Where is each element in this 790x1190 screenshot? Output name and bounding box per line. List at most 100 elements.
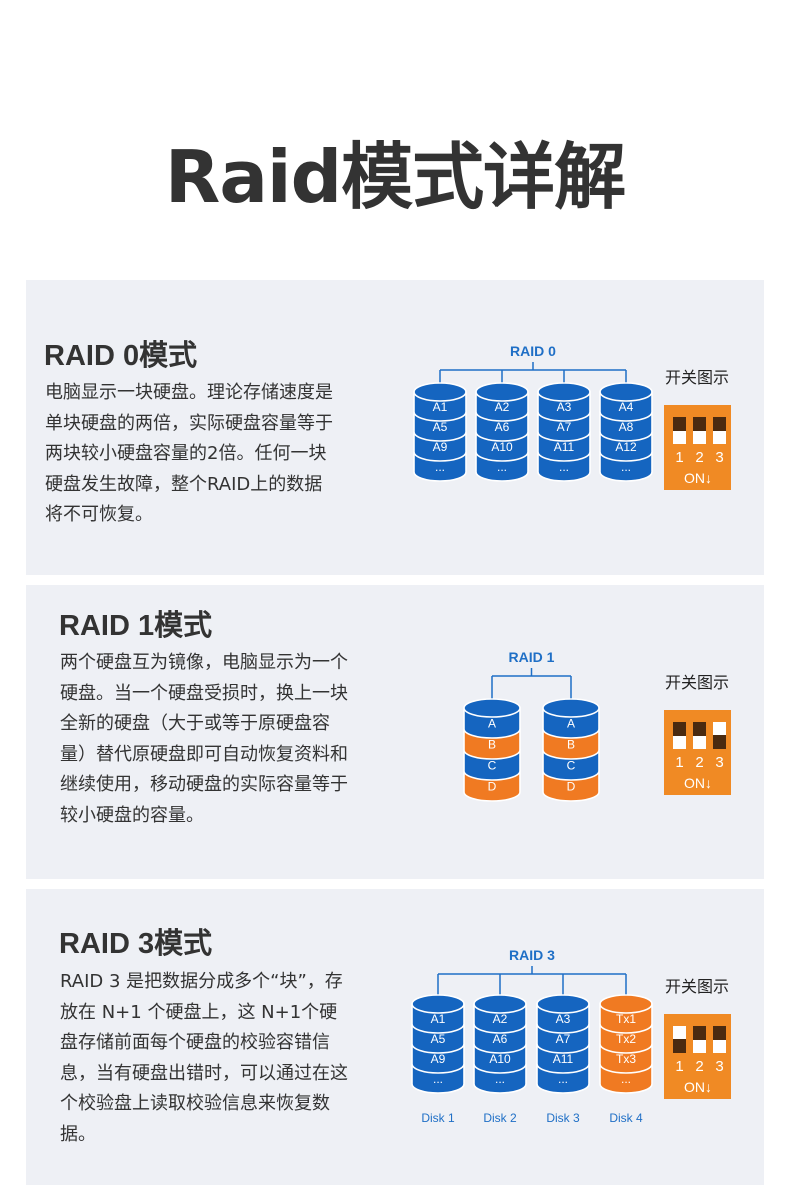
disk-segment-label: ... [495,1072,505,1086]
raid1-description: 两个硬盘互为镜像，电脑显示为一个硬盘。当一个硬盘受损时，换上一块全新的硬盘（大于… [60,652,348,826]
disk-top [599,382,653,402]
disk-segment-label: B [567,738,575,752]
dip-switch-knob [673,1039,686,1053]
disk-top [599,994,653,1014]
raid3-panel: RAID 3模式 RAID 3 是把数据分成多个“块”，存放在 N+1 个硬盘上… [26,889,764,1185]
disk-segment-label: D [488,780,497,794]
disk-segment-label: A10 [491,440,513,454]
disk-top [413,382,467,402]
disk-segment-label: A1 [431,1012,446,1026]
disk-segment-label: ... [621,460,631,474]
dip-switch-knob [693,722,706,736]
disk-segment-label: B [488,738,496,752]
raid3-description: RAID 3 是把数据分成多个“块”，存放在 N+1 个硬盘上，这 N+1个硬盘… [60,971,348,1145]
dip-switch-number: 1 [675,1058,683,1075]
disk-segment-label: A7 [556,1032,571,1046]
raid3-switch-label: 开关图示 [664,977,729,996]
dip-switch-knob [713,1026,726,1040]
disk-segment-label: A1 [433,400,448,414]
disk-segment-label: A6 [493,1032,508,1046]
disk-segment-label: Tx2 [616,1032,636,1046]
dip-switch-knob [673,417,686,431]
raid0-panel: RAID 0模式 电脑显示一块硬盘。理论存储速度是单块硬盘的两倍，实际硬盘容量等… [26,280,764,575]
page-title: Raid模式详解 [164,135,626,219]
raid3-title: RAID 3模式 [59,928,213,960]
raid1-title: RAID 1模式 [59,610,213,642]
disk-segment-label: A6 [495,420,510,434]
disk-top [463,698,521,718]
dip-switch-on-label: ON↓ [684,470,712,486]
disk-top [542,698,600,718]
dip-switch-number: 3 [715,754,723,771]
raid0-diagram: RAID 0...A9A5A1...A10A6A2...A11A7A3...A1… [413,343,653,482]
disk-segment-label: A7 [557,420,572,434]
disk-segment-label: Tx1 [616,1012,636,1026]
dip-switch-on-label: ON↓ [684,775,712,791]
disk-stack: ... A12 A8 A4 [599,382,653,482]
dip-switch-number: 2 [695,449,703,466]
disk-stack: ... Tx3 Tx2 Tx1 [599,994,653,1094]
disk-segment-label: A11 [553,1052,574,1066]
disk-segment-label: ... [559,460,569,474]
raid-diagram-label: RAID 0 [510,343,556,359]
disk-segment-label: ... [497,460,507,474]
disk-segment-label: A8 [619,420,634,434]
disk-stack: ... A10 A6 A2 [473,994,527,1094]
disk-segment-label: C [567,759,576,773]
disk-stack: ... A11 A7 A3 [536,994,590,1094]
disk-segment-label: ... [433,1072,443,1086]
dip-switch-number: 2 [695,754,703,771]
disk-segment-label: A2 [495,400,510,414]
dip-switch-number: 3 [715,449,723,466]
disk-stack: ... A10 A6 A2 [475,382,529,482]
disk-top [411,994,465,1014]
dip-switch-number: 2 [695,1058,703,1075]
disk-segment-label: A3 [556,1012,571,1026]
disk-name-label: Disk 4 [609,1111,643,1125]
disk-segment-label: A12 [615,440,637,454]
dip-switch-number: 3 [715,1058,723,1075]
disk-name-label: Disk 2 [483,1111,517,1125]
dip-switch-knob [713,735,726,749]
disk-top [536,994,590,1014]
disk-segment-label: A2 [493,1012,508,1026]
disk-segment-label: A [567,717,575,731]
raid-diagram-label: RAID 1 [509,649,555,665]
raid-diagram-label: RAID 3 [509,947,555,963]
disk-segment-label: C [488,759,497,773]
disk-segment-label: D [567,780,576,794]
disk-segment-label: A9 [433,440,448,454]
disk-segment-label: A10 [489,1052,511,1066]
dip-switch-number: 1 [675,449,683,466]
disk-name-label: Disk 3 [546,1111,580,1125]
raid0-switch-label: 开关图示 [664,368,729,387]
raid0-description: 电脑显示一块硬盘。理论存储速度是单块硬盘的两倍，实际硬盘容量等于两块较小硬盘容量… [45,382,333,525]
disk-segment-label: ... [435,460,445,474]
raid1-panel: RAID 1模式 两个硬盘互为镜像，电脑显示为一个硬盘。当一个硬盘受损时，换上一… [26,585,764,879]
dip-switch-knob [693,417,706,431]
disk-segment-label: A11 [554,440,575,454]
dip-switch-number: 1 [675,754,683,771]
raid1-switch-label: 开关图示 [664,673,729,692]
disk-segment-label: Tx3 [616,1052,636,1066]
dip-switch-knob [713,417,726,431]
disk-name-label: Disk 1 [421,1111,455,1125]
disk-segment-label: A4 [619,400,634,414]
disk-top [473,994,527,1014]
disk-top [537,382,591,402]
raid0-title: RAID 0模式 [44,340,198,372]
disk-segment-label: ... [558,1072,568,1086]
dip-switch-knob [693,1026,706,1040]
disk-segment-label: ... [621,1072,631,1086]
dip-switch-knob [673,722,686,736]
disk-segment-label: A [488,717,496,731]
